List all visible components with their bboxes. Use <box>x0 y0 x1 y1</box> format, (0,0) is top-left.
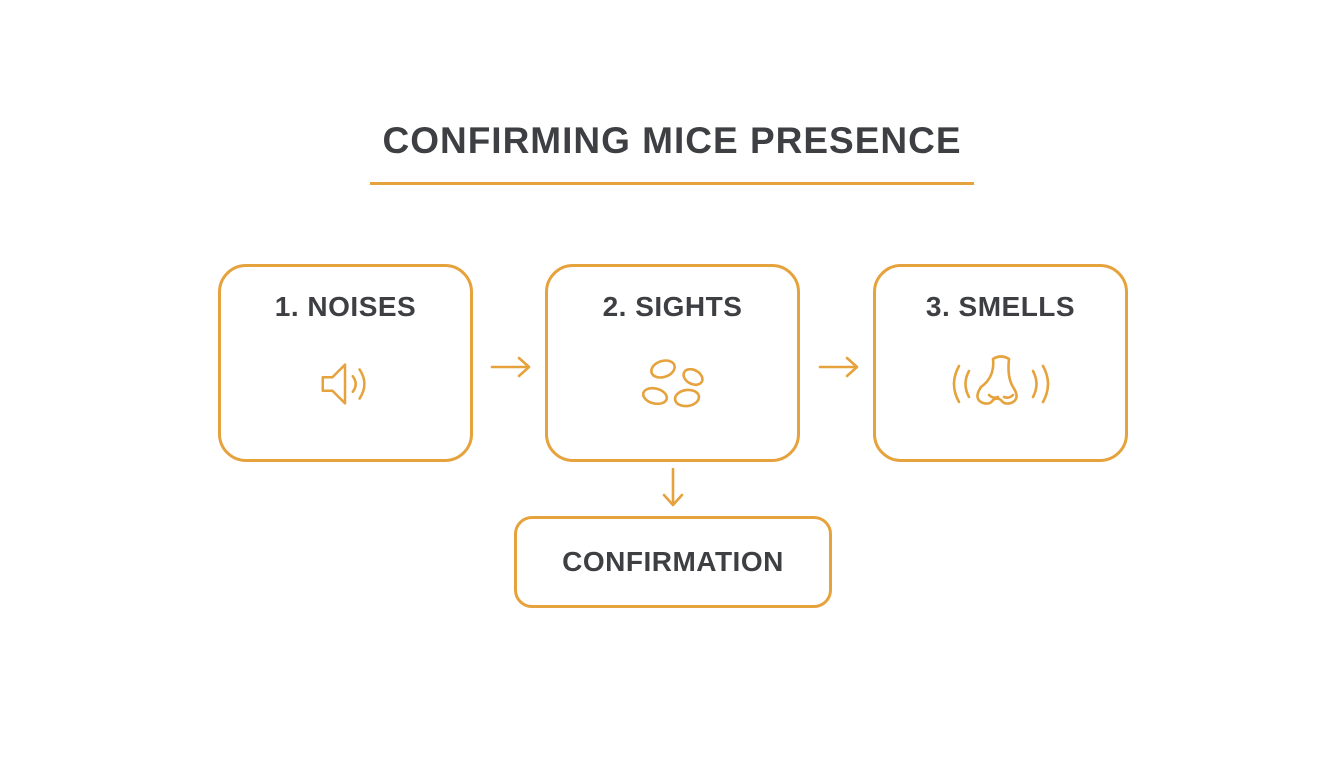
step-icon-zone <box>315 323 377 459</box>
step-box-noises: 1. NOISES <box>218 264 473 462</box>
title-wrap: CONFIRMING MICE PRESENCE <box>0 120 1344 185</box>
nose-icon <box>952 355 1049 405</box>
step-icon-zone <box>945 323 1057 459</box>
page-title: CONFIRMING MICE PRESENCE <box>370 120 974 185</box>
connector-step1-step2 <box>488 352 536 382</box>
connector-step2-result <box>660 466 686 512</box>
step-label-noises: 1. NOISES <box>274 291 417 322</box>
step-label-sights: 2. SIGHTS <box>602 291 743 322</box>
arrow-right-icon <box>490 356 531 378</box>
step-box-smells: 3. SMELLS <box>873 264 1128 462</box>
step-box-sights: 2. SIGHTS <box>545 264 800 462</box>
connector-step2-step3 <box>816 352 864 382</box>
step-label-smells: 3. SMELLS <box>925 291 1076 322</box>
droppings-icon <box>641 359 704 408</box>
result-label: CONFIRMATION <box>562 546 784 577</box>
result-box-confirmation: CONFIRMATION <box>514 516 832 608</box>
arrow-right-icon <box>818 356 859 378</box>
speaker-icon <box>320 363 366 405</box>
step-icon-zone <box>633 323 713 459</box>
arrow-down-icon <box>662 467 684 507</box>
